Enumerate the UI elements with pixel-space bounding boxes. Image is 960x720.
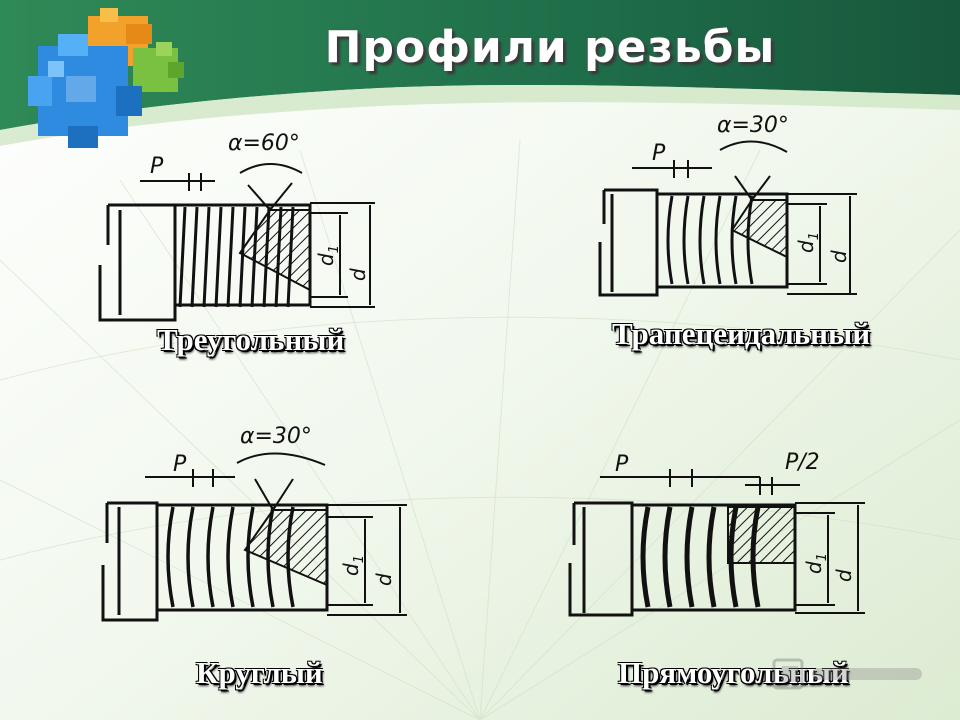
caption-rectangular: Прямоугольный [618, 655, 849, 690]
minor-diameter-label: d1 [794, 232, 822, 253]
minor-diameter-subscript: 1 [815, 553, 830, 561]
caption-triangular: Треугольный [157, 322, 345, 357]
minor-diameter-label: d1 [314, 245, 342, 266]
half-pitch-label: P/2 [785, 450, 820, 475]
slide-title: Профили резьбы [324, 22, 776, 73]
angle-label: α=30° [717, 113, 789, 138]
angle-label: α=60° [228, 131, 300, 156]
minor-diameter-label: d1 [802, 553, 830, 574]
pitch-label: P [652, 141, 666, 166]
pitch-label: P [150, 154, 164, 179]
caption-round: Круглый [196, 655, 323, 690]
pitch-label: P [615, 452, 629, 477]
minor-diameter-subscript: 1 [352, 555, 367, 563]
angle-label: α=30° [240, 424, 312, 449]
major-diameter-label: d [346, 268, 370, 281]
puzzle-cubes-logo [28, 8, 184, 148]
caption-trapezoidal: Трапецеидальный [612, 316, 871, 351]
major-diameter-label: d [827, 250, 851, 263]
minor-diameter-label: d1 [339, 555, 367, 576]
pitch-label: P [173, 452, 187, 477]
trapezoidal-thread-diagram: P α=30° d1 d [598, 113, 857, 297]
round-thread-diagram: P α=30° d1 d [101, 424, 407, 622]
rectangular-thread-diagram: P P/2 d1 d [568, 450, 865, 617]
powerpoint-icon [772, 658, 922, 690]
minor-diameter-subscript: 1 [327, 245, 342, 253]
triangular-thread-diagram: P α=60° d1 d [98, 131, 375, 322]
major-diameter-label: d [372, 573, 396, 586]
minor-diameter-subscript: 1 [807, 232, 822, 240]
major-diameter-label: d [832, 569, 856, 582]
